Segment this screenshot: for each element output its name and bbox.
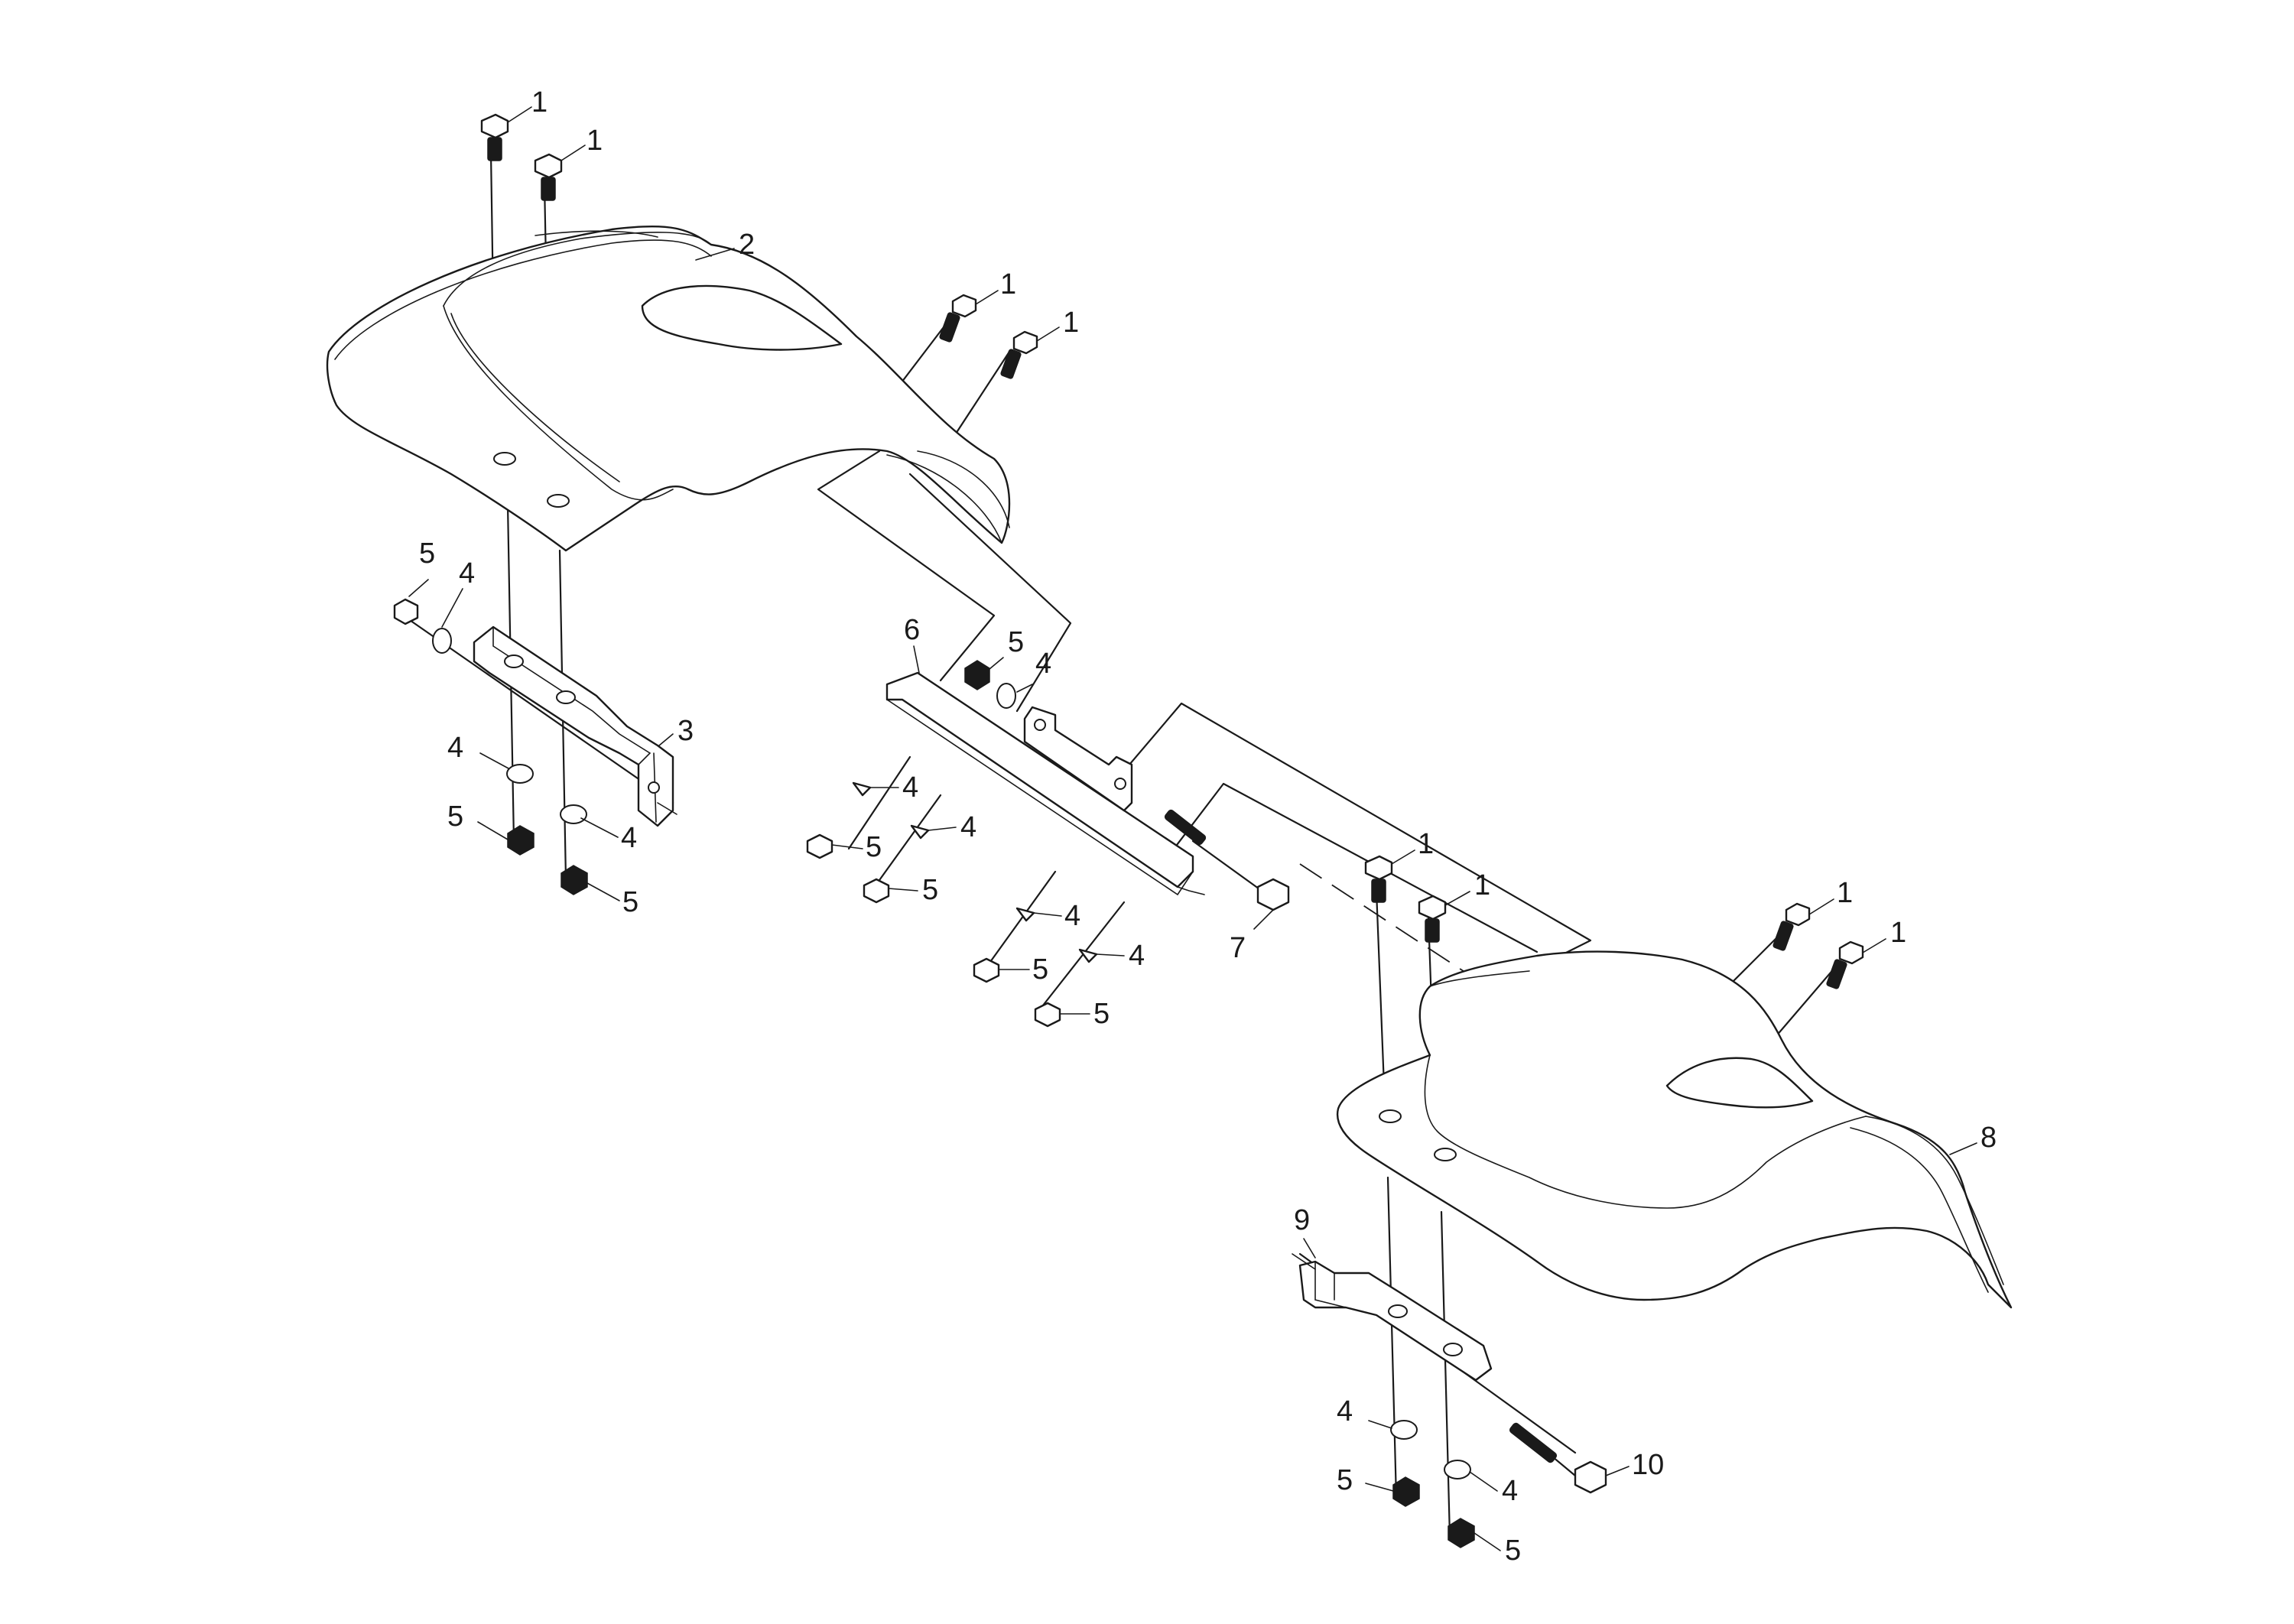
nut-icon (1392, 1476, 1420, 1507)
callout-labels: 1 1 1 1 1 1 1 1 2 3 4 4 4 4 4 4 4 4 4 4 … (419, 86, 1997, 1567)
callout-4: 4 (902, 771, 918, 804)
right-bracket (1292, 1253, 1493, 1382)
washer-icon (1444, 1460, 1471, 1479)
callout-5: 5 (622, 886, 638, 918)
callout-4: 4 (447, 732, 463, 764)
nut-icon (507, 825, 535, 856)
callout-4: 4 (1035, 648, 1051, 680)
washer-icon (1078, 948, 1098, 963)
washer-icon (432, 628, 452, 654)
callout-1: 1 (1000, 268, 1016, 300)
nut-icon (863, 878, 890, 904)
washer-icon (996, 683, 1016, 709)
nut-icon (973, 957, 1000, 983)
callout-1: 1 (531, 86, 548, 119)
bolt-icon (480, 113, 509, 161)
callout-7: 7 (1230, 932, 1246, 964)
callout-4: 4 (621, 822, 637, 854)
long-bolt-10 (1509, 1422, 1607, 1494)
bolt-icon (1364, 855, 1393, 903)
bolt-icon (1772, 902, 1811, 951)
callout-1: 1 (1837, 877, 1853, 909)
callout-9: 9 (1294, 1204, 1310, 1236)
callout-5: 5 (866, 831, 882, 863)
left-fender (326, 225, 1011, 552)
callout-4: 4 (960, 811, 976, 843)
right-fender (1336, 950, 2013, 1309)
callout-4: 4 (1337, 1395, 1353, 1427)
nut-icon (1448, 1518, 1475, 1548)
washer-icon (1390, 1420, 1418, 1440)
callout-3: 3 (677, 715, 694, 747)
callout-5: 5 (1337, 1464, 1353, 1496)
callout-1: 1 (1474, 869, 1490, 901)
callout-1: 1 (1063, 307, 1079, 339)
washer-icon (506, 764, 534, 784)
washer-icon (852, 781, 872, 797)
bolt-icon (1826, 940, 1864, 989)
bolts (480, 113, 1864, 989)
callout-1: 1 (1418, 828, 1434, 860)
nut-icon (964, 660, 990, 690)
left-bracket (473, 625, 677, 827)
callout-4: 4 (1502, 1475, 1518, 1507)
washers (432, 628, 1471, 1479)
callout-1: 1 (586, 125, 603, 157)
callout-5: 5 (419, 538, 435, 570)
nut-icon (806, 833, 833, 859)
washer-icon (560, 804, 587, 824)
long-bolt-7 (1164, 809, 1290, 911)
nuts (393, 598, 1475, 1548)
callout-5: 5 (1505, 1535, 1521, 1567)
nut-icon (561, 865, 588, 895)
callout-4: 4 (459, 557, 475, 590)
leader-lines (408, 106, 1977, 1551)
callout-5: 5 (447, 801, 463, 833)
bolt-icon (1418, 895, 1447, 943)
callout-5: 5 (1093, 998, 1110, 1030)
center-bracket (885, 671, 1205, 896)
callout-8: 8 (1980, 1122, 1997, 1154)
callout-5: 5 (1032, 953, 1048, 986)
bolt-icon (534, 153, 563, 201)
callout-4: 4 (1064, 900, 1080, 932)
nut-icon (393, 598, 419, 625)
washer-icon (910, 824, 930, 840)
callout-2: 2 (739, 229, 755, 261)
callout-6: 6 (904, 614, 920, 646)
callout-5: 5 (922, 874, 938, 906)
callout-5: 5 (1008, 626, 1024, 658)
callout-10: 10 (1632, 1449, 1664, 1481)
nut-icon (1034, 1002, 1061, 1028)
callout-1: 1 (1890, 917, 1906, 949)
callout-4: 4 (1129, 940, 1145, 972)
bolt-icon (939, 294, 977, 343)
washer-icon (1015, 907, 1035, 922)
bolt-icon (1000, 330, 1038, 379)
